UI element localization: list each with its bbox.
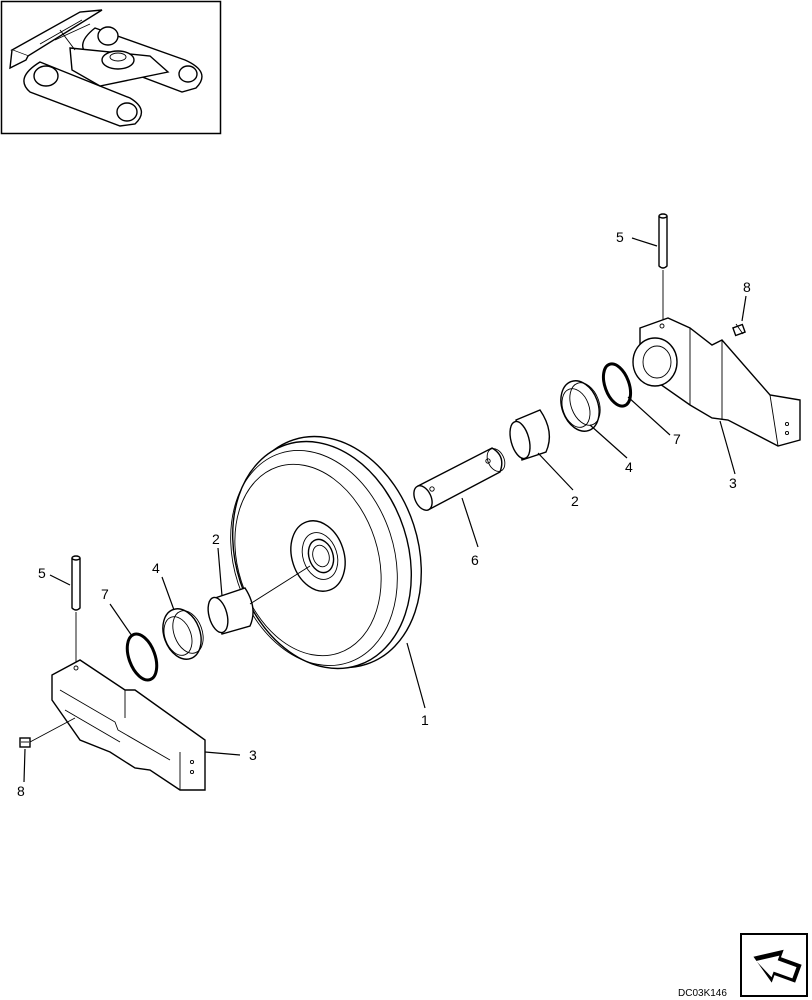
- callout-1: 1: [421, 712, 429, 728]
- next-page-arrow-icon: [753, 949, 802, 983]
- drawing-code: DC03K146: [678, 988, 727, 999]
- seal-right: [560, 380, 628, 459]
- undercarriage-inset: [0, 0, 222, 135]
- shaft: [413, 447, 506, 548]
- oring-left: [109, 603, 159, 682]
- callout-3-right: 3: [729, 475, 737, 491]
- excavator-undercarriage-icon: [9, 9, 203, 127]
- bushing-left: [207, 547, 311, 635]
- bushing-right: [509, 409, 574, 491]
- oring-right: [601, 362, 671, 436]
- callout-3-left: 3: [249, 747, 257, 763]
- callout-6: 6: [471, 552, 479, 568]
- seal-left: [161, 576, 204, 660]
- callout-5-right: 5: [616, 229, 624, 245]
- callout-4-left: 4: [152, 560, 160, 576]
- callout-5-left: 5: [38, 565, 46, 581]
- callout-8-left: 8: [17, 783, 25, 799]
- callout-7-left: 7: [101, 586, 109, 602]
- fitting-left: [19, 717, 76, 783]
- idler-wheel: [230, 435, 426, 709]
- callout-4-right: 4: [625, 459, 633, 475]
- next-page-button[interactable]: [740, 933, 808, 997]
- pin-right: [631, 213, 668, 322]
- bracket-right: [632, 317, 801, 475]
- callout-2-left: 2: [212, 531, 220, 547]
- fitting-right: [732, 295, 747, 337]
- callout-7-right: 7: [673, 431, 681, 447]
- pin-left: [49, 555, 81, 662]
- callout-2-right: 2: [571, 493, 579, 509]
- callout-8-right: 8: [743, 279, 751, 295]
- bracket-left: [51, 659, 241, 791]
